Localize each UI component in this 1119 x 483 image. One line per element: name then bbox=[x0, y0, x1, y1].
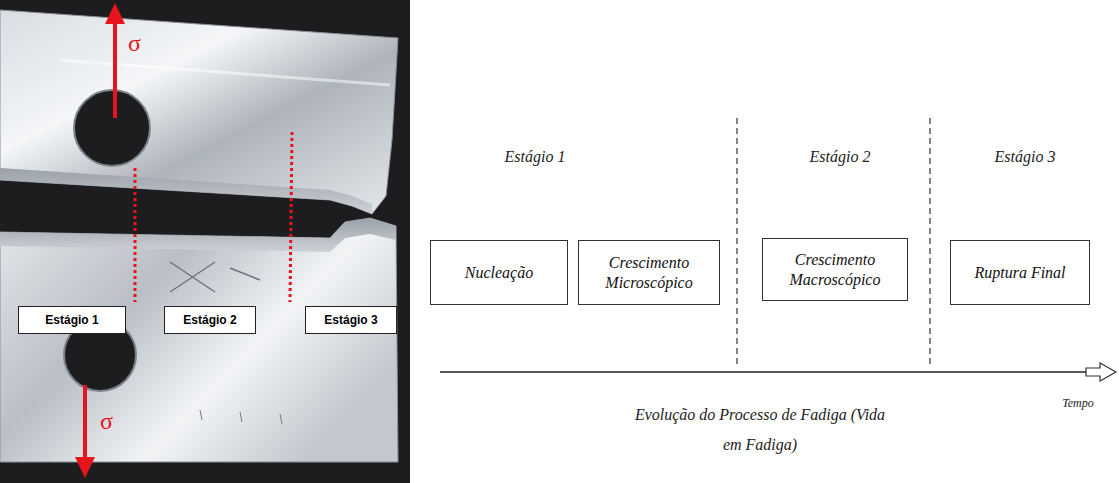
process-box: Crescimento Microscópico bbox=[578, 240, 720, 305]
arrow-head bbox=[75, 457, 95, 478]
stage-heading: Estágio 3 bbox=[995, 148, 1056, 166]
metal-highlight bbox=[60, 60, 390, 85]
stress-symbol: σ bbox=[100, 408, 113, 435]
stage-divider bbox=[736, 118, 737, 366]
time-arrow-head bbox=[1086, 363, 1116, 381]
scratch-marks bbox=[200, 410, 282, 424]
node-text: Crescimento Microscópico bbox=[587, 253, 711, 293]
node-text: Estágio 3 bbox=[324, 313, 377, 327]
node-text: Estágio 1 bbox=[45, 313, 98, 327]
lower-fracture-face bbox=[0, 218, 396, 252]
stress-arrow-up bbox=[113, 22, 117, 118]
stage-heading: Estágio 2 bbox=[810, 148, 871, 166]
diagram-caption: Evolução do Processo de Fadiga (Vida em … bbox=[630, 400, 890, 460]
process-box: Nucleação bbox=[430, 240, 568, 305]
stage-tag: Estágio 3 bbox=[305, 306, 397, 334]
stage-tag: Estágio 2 bbox=[164, 306, 256, 334]
stage-heading: Estágio 1 bbox=[505, 148, 566, 166]
node-text: Estágio 2 bbox=[183, 313, 236, 327]
node-text: Crescimento Macroscópico bbox=[771, 250, 899, 290]
arrow-head bbox=[105, 3, 125, 24]
process-box: Ruptura Final bbox=[950, 240, 1090, 305]
axis-label: Tempo bbox=[1062, 396, 1094, 411]
process-box: Crescimento Macroscópico bbox=[762, 238, 908, 301]
node-text: Nucleação bbox=[465, 263, 533, 283]
node-text: Ruptura Final bbox=[974, 263, 1065, 283]
stage-divider bbox=[929, 118, 930, 366]
photo-background bbox=[0, 0, 410, 483]
upper-hole bbox=[74, 90, 150, 166]
stage-tag: Estágio 1 bbox=[18, 306, 126, 334]
stage-divider bbox=[134, 168, 137, 302]
stress-arrow-down bbox=[83, 385, 87, 458]
stage-divider bbox=[290, 132, 292, 302]
fracture-marks bbox=[170, 262, 260, 292]
upper-fracture-face bbox=[0, 168, 372, 214]
time-axis bbox=[440, 371, 1086, 373]
stress-symbol: σ bbox=[128, 30, 141, 57]
lower-specimen-piece bbox=[0, 218, 398, 462]
upper-specimen-piece bbox=[0, 10, 398, 214]
